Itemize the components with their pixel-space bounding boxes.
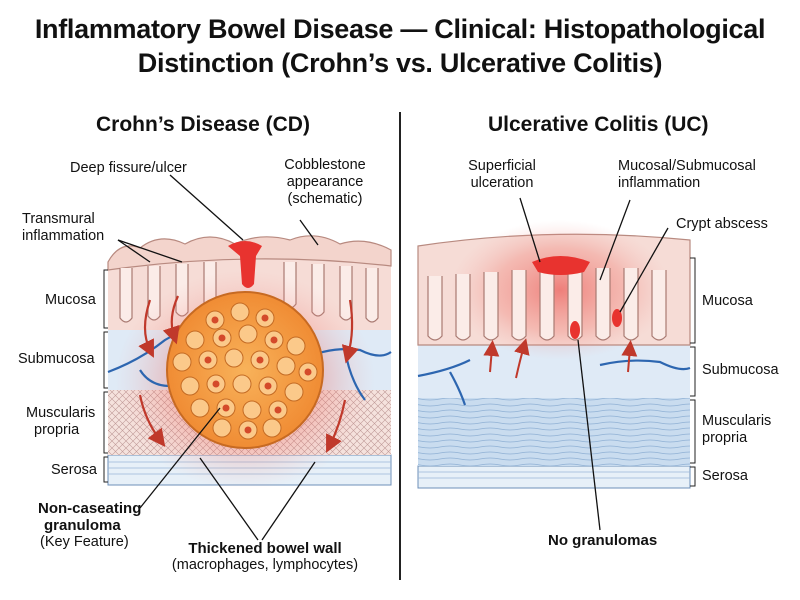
uc-label-superficial: Superficial ulceration — [468, 158, 536, 191]
cd-layer-brackets — [103, 269, 108, 483]
cd-label-fissure: Deep fissure/ulcer — [70, 160, 187, 176]
uc-arrows — [483, 338, 638, 379]
granuloma-nuclei — [204, 314, 312, 434]
cd-label-transmural: Transmural inflammation — [22, 211, 105, 244]
uc-tissue — [417, 220, 691, 489]
deep-fissure-shape — [228, 241, 262, 288]
title-line-1: Inflammatory Bowel Disease — Clinical: H… — [34, 14, 766, 44]
uc-layer-submucosa: Submucosa — [702, 362, 779, 378]
superficial-ulcer-shape — [532, 256, 590, 275]
uc-leader-lines — [519, 197, 669, 531]
page-title: Inflammatory Bowel Disease — Clinical: H… — [0, 12, 800, 80]
uc-layer-mucosa: Mucosa — [702, 293, 753, 309]
cd-layer-mucosa: Mucosa — [45, 292, 96, 308]
granuloma-cells — [172, 302, 318, 440]
uc-label-mucosal: Mucosal/Submucosal inflammation — [618, 158, 756, 191]
crohns-tissue — [107, 235, 392, 490]
cd-layer-serosa: Serosa — [51, 462, 97, 478]
cd-heading: Crohn’s Disease (CD) — [96, 113, 310, 136]
crypt-abscess-1 — [570, 321, 580, 339]
uc-label-no-granulomas: No granulomas — [548, 532, 658, 549]
panel-divider — [399, 112, 401, 580]
title-line-2: Distinction (Crohn’s vs. Ulcerative Coli… — [137, 48, 663, 78]
uc-label-crypt-abscess: Crypt abscess — [676, 216, 768, 232]
crypt-abscess-2 — [612, 309, 622, 327]
cd-leader-lines — [117, 174, 319, 541]
uc-heading: Ulcerative Colitis (UC) — [488, 113, 709, 136]
cd-label-thickened: Thickened bowel wall (macrophages, lymph… — [171, 540, 359, 573]
uc-layer-serosa: Serosa — [702, 468, 748, 484]
uc-crypts — [427, 268, 667, 341]
cd-layer-muscularis: Muscularis propria — [26, 405, 96, 438]
cd-label-granuloma: Non-caseating granuloma (Key Feature) — [38, 500, 142, 550]
cd-transmural-arrows — [138, 295, 359, 453]
uc-layer-brackets — [690, 257, 696, 487]
uc-layer-muscularis: Muscularis propria — [702, 413, 772, 446]
uc-serosa-layer — [417, 465, 691, 489]
cd-layer-submucosa: Submucosa — [18, 351, 95, 367]
cd-label-cobblestone: Cobblestone appearance (schematic) — [284, 157, 366, 207]
uc-vessels — [417, 359, 691, 406]
